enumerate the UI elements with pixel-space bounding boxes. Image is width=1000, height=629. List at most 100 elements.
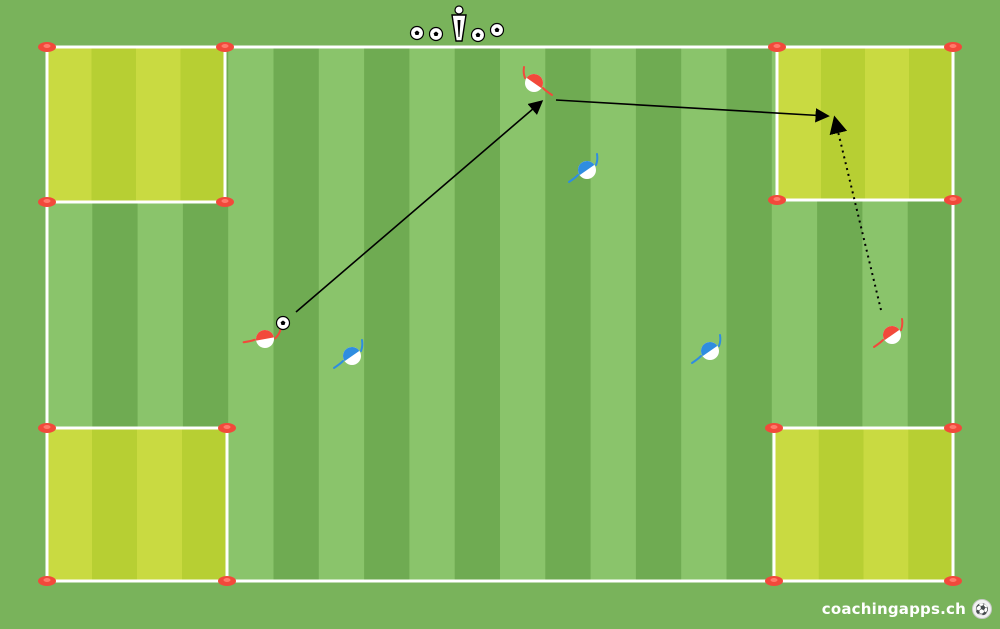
blue-player-2 xyxy=(568,153,599,183)
soccer-ball-icon: ⚽ xyxy=(972,599,992,619)
zone-stripe xyxy=(777,47,822,200)
cone-tip xyxy=(773,44,781,48)
cone-icon xyxy=(38,423,56,433)
zone-stripe xyxy=(92,428,138,581)
grass-stripe xyxy=(454,47,501,581)
soccer-ball-icon xyxy=(428,26,444,42)
corner-zone-top-right xyxy=(775,45,955,202)
zone-stripe xyxy=(182,428,228,581)
corner-zones xyxy=(45,45,955,583)
cone-tip xyxy=(949,197,957,201)
cone-tip xyxy=(43,425,51,429)
pitch-boundary xyxy=(45,45,955,583)
grass-stripe xyxy=(545,47,592,581)
zone-stripe xyxy=(180,47,226,202)
cone-tip xyxy=(43,199,51,203)
cone-icon xyxy=(765,423,783,433)
pass-arrow-2 xyxy=(555,99,830,123)
player-arms xyxy=(568,153,599,183)
zone-stripe xyxy=(909,47,954,200)
brand-text: coachingapps.ch xyxy=(821,600,966,618)
player-arms xyxy=(333,339,364,369)
players xyxy=(242,66,904,369)
grass-stripe xyxy=(228,47,274,581)
cone-tip xyxy=(223,425,231,429)
zone-stripe xyxy=(821,47,866,200)
mannequin-icon xyxy=(451,5,467,42)
player-arms xyxy=(873,318,904,348)
blue-player-1 xyxy=(333,339,364,369)
brand-logo: coachingapps.ch ⚽ xyxy=(822,599,992,619)
cone-tip xyxy=(43,578,51,582)
pass-arrow-1 xyxy=(295,100,544,313)
ball-supply xyxy=(409,5,505,43)
cone-icon xyxy=(944,423,962,433)
cone-tip xyxy=(223,578,231,582)
cone-icon xyxy=(216,42,234,52)
zone-stripe xyxy=(818,428,864,581)
cone-icon xyxy=(38,576,56,586)
ball-patch xyxy=(280,320,286,325)
cone-tip xyxy=(221,199,229,203)
player-shirt xyxy=(256,330,274,341)
zone-stripe xyxy=(908,428,954,581)
grass-stripe xyxy=(409,47,456,581)
cone-icon xyxy=(38,42,56,52)
cone-tip xyxy=(770,425,778,429)
red-player-with-ball-left xyxy=(242,327,282,348)
cone-icon xyxy=(768,195,786,205)
cone-tip xyxy=(949,578,957,582)
cone-icon xyxy=(768,42,786,52)
cone-icon xyxy=(218,576,236,586)
cone-tip xyxy=(773,197,781,201)
cone-icon xyxy=(765,576,783,586)
player-shirt xyxy=(526,74,543,89)
player-arms xyxy=(691,334,722,364)
soccer-ball-icon xyxy=(489,22,505,38)
zone-stripe xyxy=(47,428,93,581)
blue-player-3 xyxy=(691,334,722,364)
movement-arrows xyxy=(295,99,882,313)
player-arms xyxy=(522,66,553,96)
zone-stripe xyxy=(137,428,183,581)
brand-icon-glyph: ⚽ xyxy=(975,602,989,616)
zone-stripe xyxy=(136,47,181,202)
soccer-ball-icon xyxy=(470,27,486,43)
zone-stripe xyxy=(774,428,820,581)
cone-icon xyxy=(218,423,236,433)
player-shirt xyxy=(883,326,900,341)
run-arrow-dotted xyxy=(829,115,882,311)
cone-icon xyxy=(944,195,962,205)
zone-stripe xyxy=(47,47,92,202)
grass-stripe xyxy=(590,47,637,581)
player-arms xyxy=(242,327,282,344)
player-shirt xyxy=(578,161,595,176)
red-player-right xyxy=(873,318,904,348)
grass-stripe xyxy=(635,47,682,581)
marker-cones xyxy=(38,42,962,586)
corner-zone-bottom-right xyxy=(772,426,955,583)
cone-tip xyxy=(949,44,957,48)
player-shirt xyxy=(701,342,718,357)
soccer-ball-icon xyxy=(275,315,291,331)
player-shirt xyxy=(343,347,360,362)
cone-icon xyxy=(944,576,962,586)
grass-stripe xyxy=(726,47,773,581)
soccer-ball-icon xyxy=(409,25,425,41)
cone-icon xyxy=(38,197,56,207)
red-player-top-center xyxy=(522,66,553,96)
cone-tip xyxy=(43,44,51,48)
grass-stripe xyxy=(273,47,320,581)
cone-tip xyxy=(770,578,778,582)
corner-zone-top-left xyxy=(45,45,227,204)
cone-tip xyxy=(949,425,957,429)
corner-zone-bottom-left xyxy=(45,426,229,583)
cone-tip xyxy=(221,44,229,48)
cone-icon xyxy=(216,197,234,207)
zone-stripe xyxy=(865,47,910,200)
grass-stripe xyxy=(500,47,546,581)
zone-stripe xyxy=(91,47,137,202)
grass-stripe xyxy=(318,47,365,581)
zone-stripe xyxy=(863,428,909,581)
